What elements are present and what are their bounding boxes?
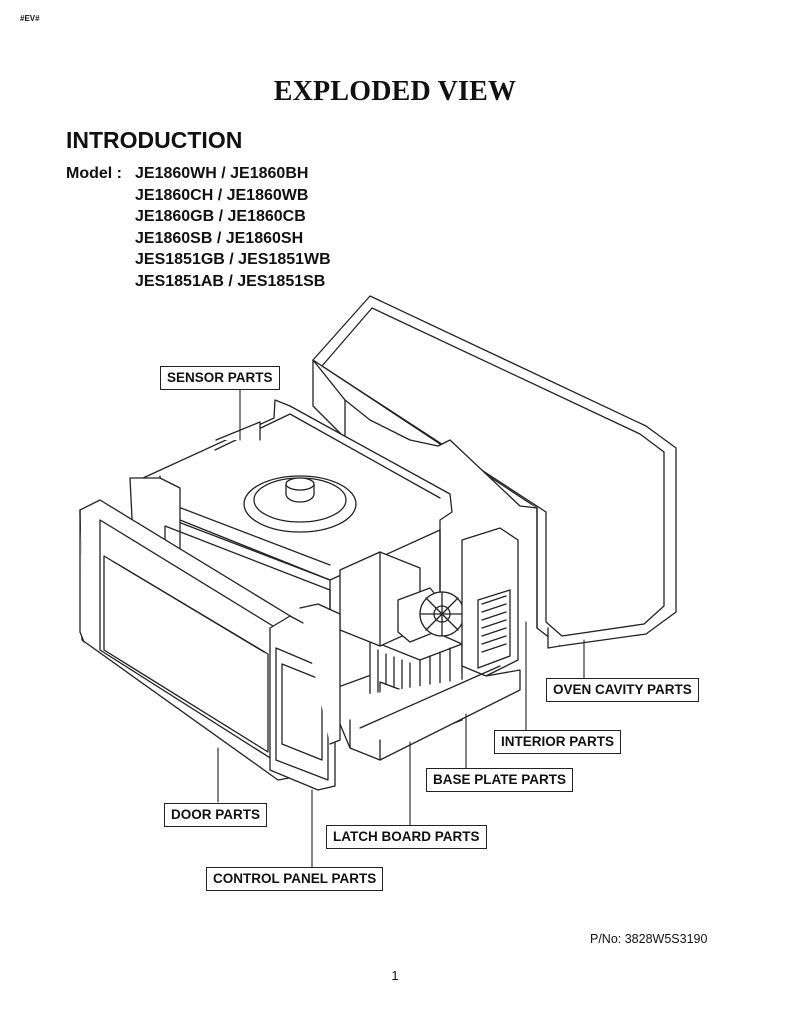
section-heading: INTRODUCTION [66, 127, 243, 153]
sensor-parts-callout: SENSOR PARTS [160, 366, 280, 390]
model-row: JE1860GB / JE1860CB [66, 206, 331, 228]
fan-motor [419, 527, 519, 677]
model-label: Model : [66, 165, 122, 182]
door-assembly [79, 499, 301, 781]
door-parts-callout: DOOR PARTS [164, 803, 268, 827]
outer-cabinet [312, 295, 677, 649]
model-list: Model : JE1860WH / JE1860BH JE1860CH / J… [66, 163, 331, 292]
document-tag: #EV# [20, 14, 40, 23]
model-pair: JE1860GB / JE1860CB [135, 208, 306, 225]
part-number: P/No: 3828W5S3190 [590, 932, 708, 946]
control-panel-parts-callout: CONTROL PANEL PARTS [206, 867, 384, 891]
model-pair: JE1860CH / JE1860WB [135, 186, 309, 204]
model-pair: JES1851GB / JES1851WB [135, 251, 331, 268]
model-pair: JE1860WH / JE1860BH [135, 165, 309, 182]
page-number: 1 [391, 968, 399, 983]
control-panel [269, 603, 341, 791]
base-plate [329, 665, 521, 761]
oven-cavity-parts-callout: OVEN CAVITY PARTS [546, 678, 699, 702]
model-pair: JE1860SB / JE1860SH [135, 229, 304, 247]
model-row: JE1860CH / JE1860WB [66, 185, 331, 207]
model-row: JE1860SB / JE1860SH [66, 228, 331, 250]
model-row: JES1851GB / JES1851WB [66, 249, 331, 271]
model-pair: JES1851AB / JES1851SB [135, 272, 326, 290]
leader-lines [217, 385, 585, 869]
model-row: JES1851AB / JES1851SB [66, 271, 331, 293]
model-row: Model : JE1860WH / JE1860BH [66, 163, 331, 185]
interior-parts-callout: INTERIOR PARTS [494, 730, 622, 754]
latch-board-parts-callout: LATCH BOARD PARTS [326, 825, 487, 849]
turntable-cover [243, 475, 357, 533]
page-title: EXPLODED VIEW [273, 76, 517, 107]
base-plate-parts-callout: BASE PLATE PARTS [426, 768, 574, 792]
